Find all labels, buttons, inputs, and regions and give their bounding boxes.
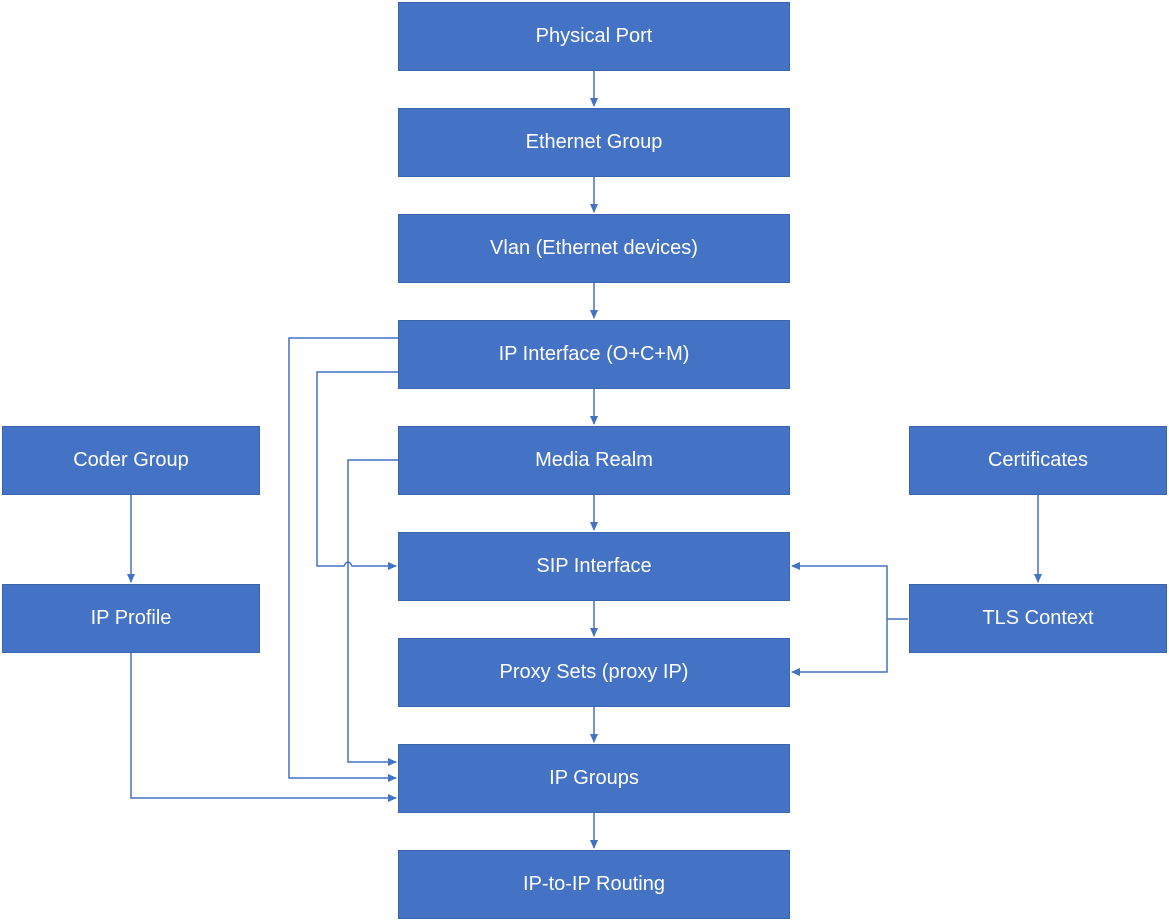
ip-groups-box: IP Groups <box>398 744 790 813</box>
edge-tls-context-to-sip-interface <box>791 562 888 619</box>
ip-to-ip-routing-label: IP-to-IP Routing <box>523 873 665 895</box>
certificates-box: Certificates <box>909 426 1167 495</box>
media-realm-label: Media Realm <box>535 449 653 471</box>
physical-port-box: Physical Port <box>398 2 790 71</box>
physical-port-label: Physical Port <box>535 25 653 47</box>
edge-ip-interface-to-sip-interface <box>316 371 398 570</box>
tls-context-label: TLS Context <box>982 607 1094 629</box>
ip-profile-box: IP Profile <box>2 584 260 653</box>
edge-media-realm-to-ip-groups <box>347 459 398 766</box>
ethernet-group-label: Ethernet Group <box>525 131 663 153</box>
edge-ip-profile-to-ip-groups <box>130 653 397 802</box>
proxy-sets-label: Proxy Sets (proxy IP) <box>499 661 689 683</box>
coder-group-box: Coder Group <box>2 426 260 495</box>
vlan-box: Vlan (Ethernet devices) <box>398 214 790 283</box>
ip-profile-label: IP Profile <box>90 607 172 629</box>
vlan-label: Vlan (Ethernet devices) <box>490 237 698 259</box>
ip-interface-label: IP Interface (O+C+M) <box>498 343 690 365</box>
ip-groups-label: IP Groups <box>549 767 639 789</box>
edge-ip-interface-to-ip-groups <box>288 337 398 782</box>
ip-to-ip-routing-box: IP-to-IP Routing <box>398 850 790 919</box>
ethernet-group-box: Ethernet Group <box>398 108 790 177</box>
certificates-label: Certificates <box>987 449 1089 471</box>
edge-tls-context-to-proxy-sets <box>791 619 888 676</box>
proxy-sets-box: Proxy Sets (proxy IP) <box>398 638 790 707</box>
media-realm-box: Media Realm <box>398 426 790 495</box>
sip-interface-box: SIP Interface <box>398 532 790 601</box>
tls-context-box: TLS Context <box>909 584 1167 653</box>
ip-interface-box: IP Interface (O+C+M) <box>398 320 790 389</box>
sip-interface-label: SIP Interface <box>536 555 652 577</box>
coder-group-label: Coder Group <box>73 449 189 471</box>
